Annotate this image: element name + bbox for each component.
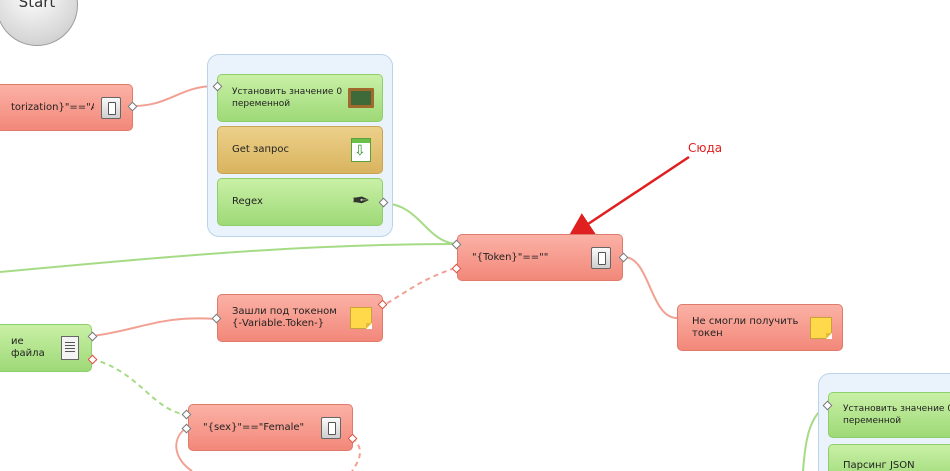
link-auth-to-set (132, 85, 216, 107)
link-token-to-logged (383, 267, 456, 306)
sex-condition-label: "{sex}"=="Female" (203, 421, 305, 433)
set-value-node-2[interactable]: Установить значение 0 переменной (828, 392, 950, 438)
token-failed-note-label: Не смогли получить токен (692, 315, 799, 339)
parse-json-node[interactable]: Парсинг JSON (828, 444, 950, 471)
download-icon (348, 137, 374, 163)
pen-nib-icon: ✒ (351, 189, 371, 214)
link-sex-error (351, 437, 361, 471)
token-condition-node[interactable]: "{Token}"=="" (457, 234, 623, 281)
auth-condition-label: torization}"=="API (11, 101, 94, 113)
sex-condition-node[interactable]: "{sex}"=="Female" (188, 404, 353, 451)
logged-in-note-label: Зашли под токеном {-Variable.Token-} (232, 306, 337, 329)
token-failed-note-node[interactable]: Не смогли получить токен (677, 304, 843, 351)
chalkboard-icon (348, 85, 374, 111)
file-action-label: ие файла (11, 336, 45, 359)
annotation-text: Сюда (688, 141, 723, 155)
logged-in-note-node[interactable]: Зашли под токеном {-Variable.Token-} (217, 294, 383, 342)
document-icon (57, 335, 83, 361)
sticky-note-icon (348, 305, 374, 331)
regex-node[interactable]: Regex ✒ (217, 178, 383, 226)
start-node[interactable]: Start (0, 0, 78, 46)
link-token-to-failed (623, 256, 678, 319)
file-action-node[interactable]: ие файла (0, 324, 92, 372)
token-condition-label: "{Token}"=="" (472, 251, 549, 263)
switch-icon (318, 415, 344, 441)
link-file-to-sex (91, 358, 187, 416)
set-value-node[interactable]: Установить значение 0 переменной (217, 74, 383, 122)
auth-condition-node[interactable]: torization}"=="API (0, 84, 133, 131)
link-logged-to-file (91, 317, 217, 337)
start-label: Start (18, 0, 56, 11)
link-regex-to-token (383, 202, 456, 245)
set-value-2-label: Установить значение 0 переменной (843, 404, 950, 426)
annotation-arrow (567, 155, 690, 238)
parse-json-label: Парсинг JSON (843, 460, 915, 471)
get-request-label: Get запрос (232, 144, 289, 155)
switch-icon (588, 245, 614, 271)
get-request-node[interactable]: Get запрос (217, 126, 383, 174)
link-left-to-token (0, 243, 456, 273)
set-value-label: Установить значение 0 переменной (232, 87, 343, 109)
sticky-note-icon (808, 315, 834, 341)
switch-icon (98, 95, 124, 121)
regex-label: Regex (232, 196, 263, 207)
